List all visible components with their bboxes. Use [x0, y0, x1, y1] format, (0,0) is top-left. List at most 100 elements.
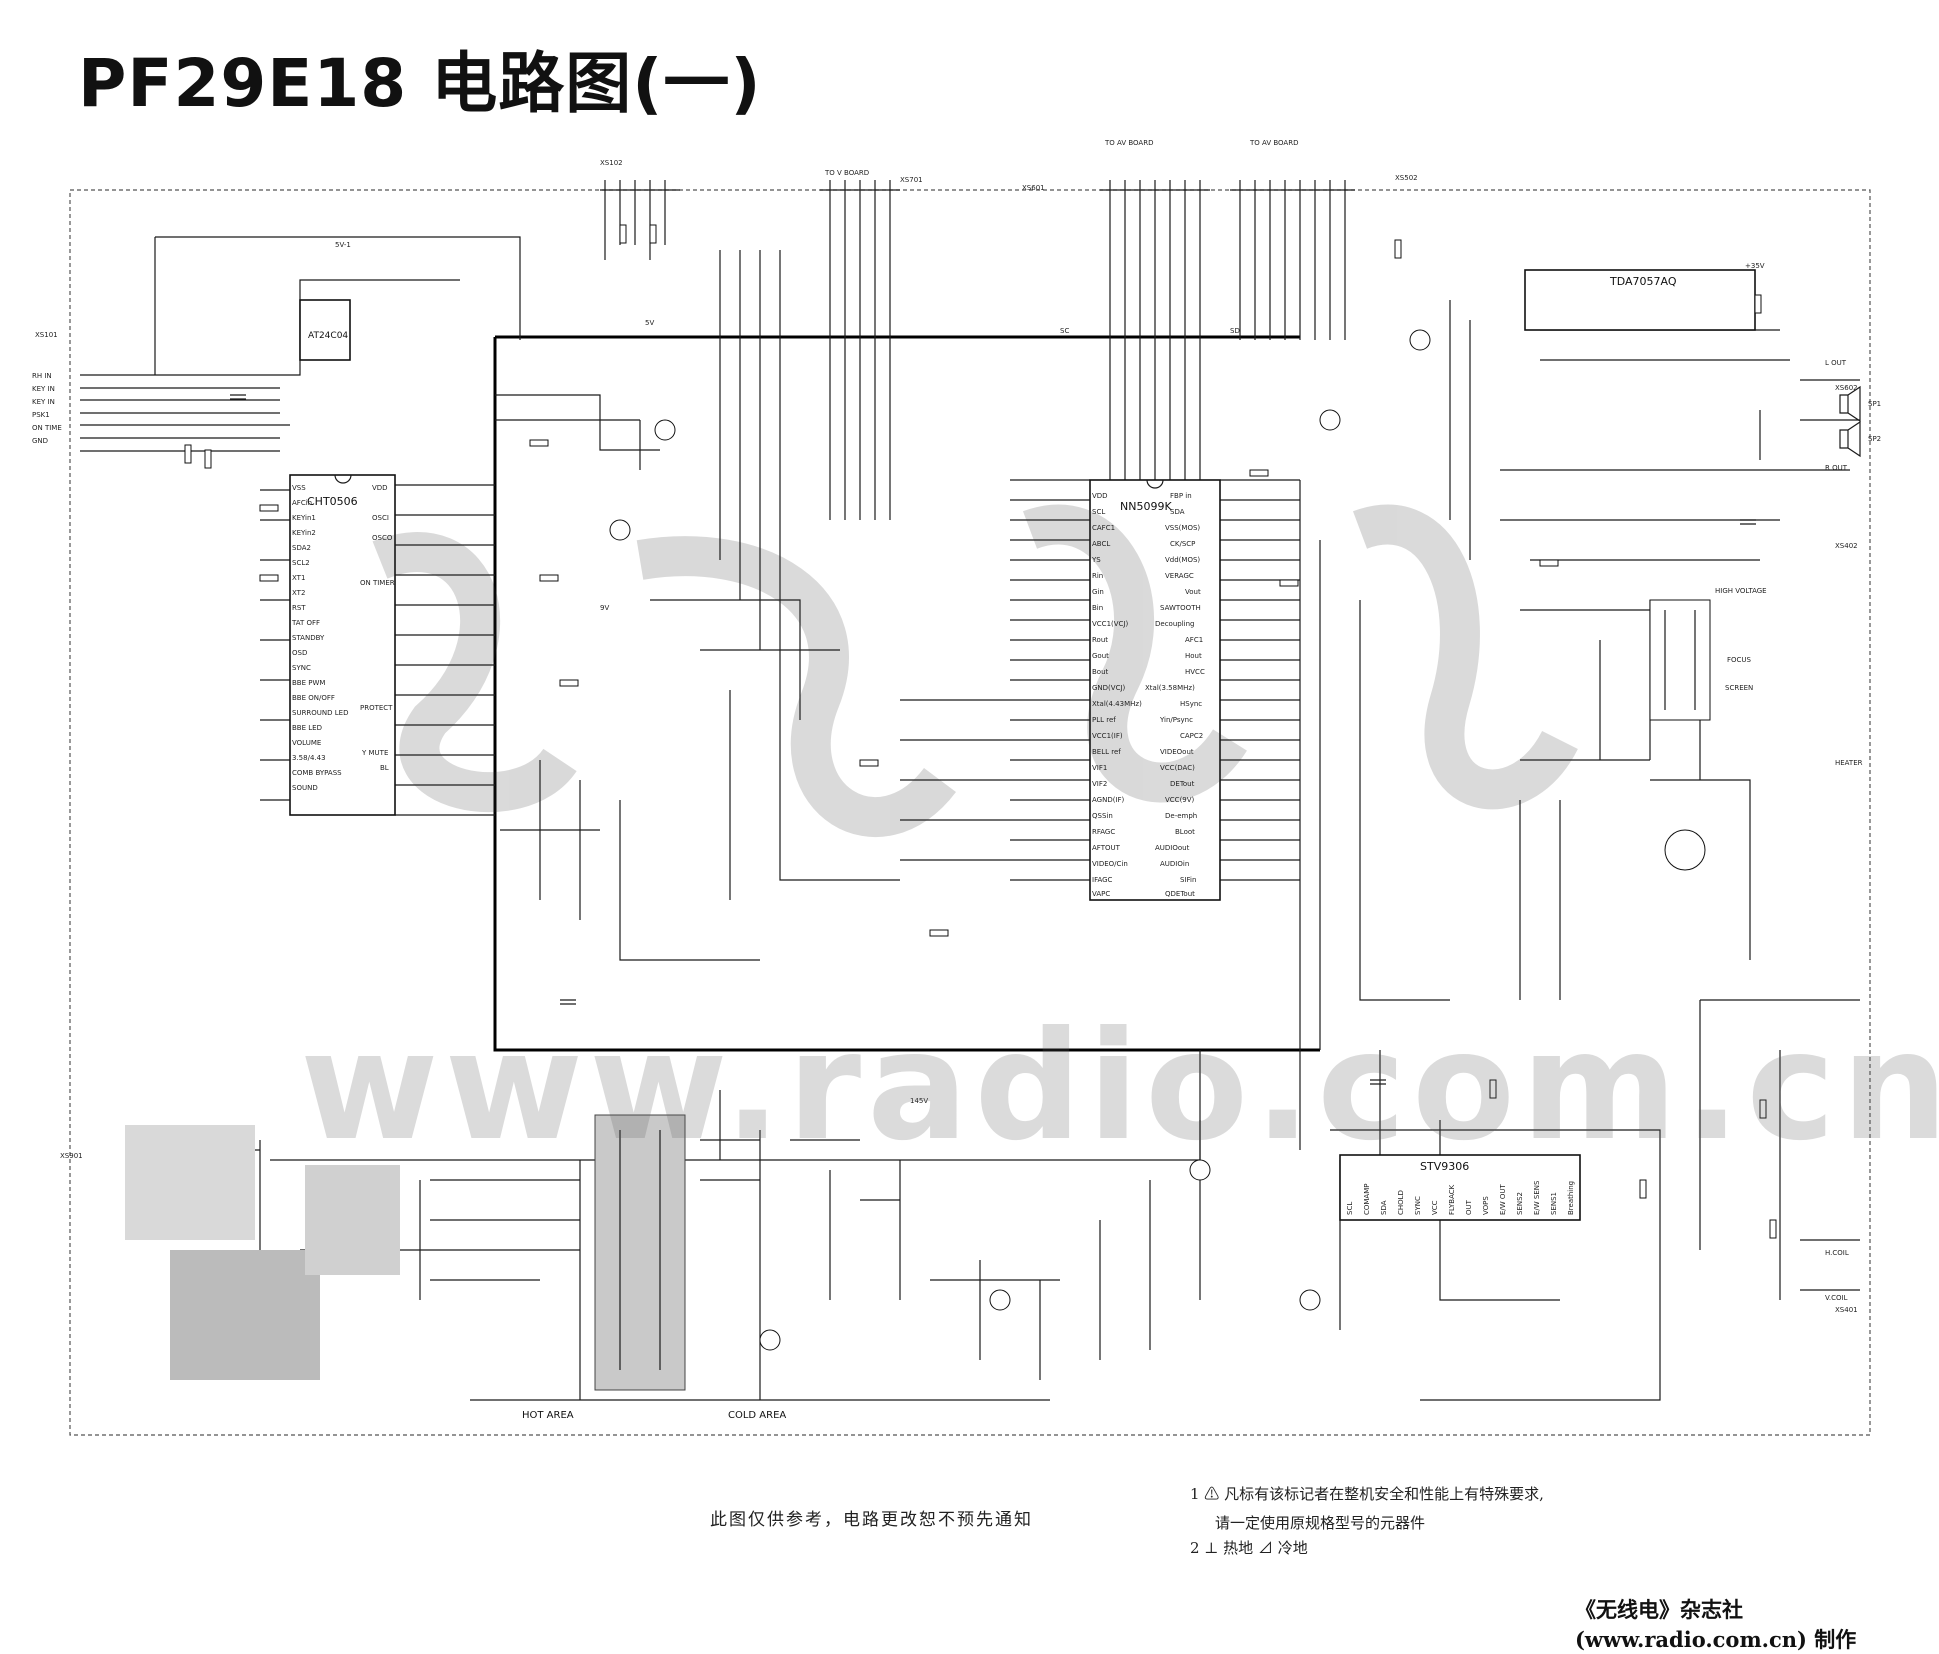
- disclaimer-note: 此图仅供参考，电路更改恕不预先通知: [710, 1510, 1033, 1530]
- n701-pin-right: Hout: [1185, 652, 1202, 660]
- n701-pin-left: Bout: [1092, 668, 1109, 676]
- n101-pin: VOLUME: [292, 739, 321, 747]
- supply-9v: 9V: [600, 604, 609, 612]
- l-out-label: L OUT: [1825, 359, 1847, 367]
- n101-pin: COMB BYPASS: [292, 769, 342, 777]
- n301-pin: FLYBACK: [1448, 1184, 1456, 1215]
- supply-145v: 145V: [910, 1097, 928, 1105]
- connector-xs102: XS102: [600, 159, 623, 167]
- n701-pin-left: Gout: [1092, 652, 1109, 660]
- n701-pin-right: VCC(DAC): [1160, 764, 1195, 772]
- n301-pin: SENS2: [1516, 1192, 1524, 1215]
- brush-watermark: [372, 504, 1578, 838]
- n701-pin-left: AFTOUT: [1092, 844, 1121, 852]
- n701-pin-left: VIF2: [1092, 780, 1107, 788]
- n701-pin-left: VCC1(VCJ): [1092, 620, 1128, 628]
- n101-pin-right: BL: [380, 764, 389, 772]
- ic-n301: [1339, 1154, 1581, 1221]
- input-on-time: ON TIME: [32, 424, 62, 432]
- n701-pin-right: SDA: [1170, 508, 1185, 516]
- to-v-board-label: TO V BOARD: [824, 169, 869, 177]
- connector-xs401: XS401: [1835, 1306, 1858, 1314]
- n301-pin: Breathing: [1567, 1181, 1575, 1215]
- n701-pin-right: Decoupling: [1155, 620, 1194, 628]
- n101-pin: SCL2: [292, 559, 310, 567]
- ground-legend-note: 2 ⊥ 热地 ⊿ 冷地: [1190, 1539, 1308, 1557]
- n701-pin-right: De-emph: [1165, 812, 1197, 820]
- n701-pin-left: RFAGC: [1092, 828, 1115, 836]
- n701-pin-left: Gin: [1092, 588, 1104, 596]
- cold-area-label: COLD AREA: [728, 1410, 787, 1421]
- n701-pin-left: SCL: [1092, 508, 1105, 516]
- n701-pin-left: VDD: [1092, 492, 1108, 500]
- n701-pin-right: CAPC2: [1180, 732, 1203, 740]
- top-connector-lines: [600, 180, 1355, 560]
- connector-xs602: XS602: [1835, 384, 1858, 392]
- supply-5v1: 5V-1: [335, 241, 351, 249]
- connector-xs701: XS701: [900, 176, 923, 184]
- n701-pin-right: AUDIOout: [1155, 844, 1190, 852]
- n701-pin-left: VIDEO/Cin: [1092, 860, 1128, 868]
- n701-pin-right: SIFin: [1180, 876, 1196, 884]
- n101-pin: KEYin2: [292, 529, 316, 537]
- n701-pin-right: Xtal(3.58MHz): [1145, 684, 1195, 692]
- connector-xs101: XS101: [35, 331, 58, 339]
- n301-pin: CHOLD: [1397, 1190, 1405, 1215]
- n701-pin-right: QDETout: [1165, 890, 1195, 898]
- safety-note-line1: 1 ⚠ 凡标有该标记者在整机安全和性能上有特殊要求,: [1190, 1485, 1544, 1503]
- n701-pin-left: Rout: [1092, 636, 1108, 644]
- n101-pin-right: VDD: [372, 484, 388, 492]
- n101-pin: TAT OFF: [291, 619, 320, 627]
- n101-pin-right: OSCI: [372, 514, 389, 522]
- n601-label: TDA7057AQ: [1609, 275, 1677, 288]
- n102-label: AT24C04: [308, 331, 348, 341]
- n101-pin: XT1: [292, 574, 305, 582]
- n101-pin: SDA2: [292, 544, 311, 552]
- output-transistor: [1664, 829, 1706, 871]
- n101-pin: BBE PWM: [292, 679, 325, 687]
- ic-n701: [1089, 479, 1221, 901]
- n701-pin-right: Vout: [1185, 588, 1201, 596]
- n301-pin: OUT: [1465, 1199, 1473, 1215]
- n701-pin-right: CK/SCP: [1170, 540, 1195, 548]
- r-out-label: R OUT: [1825, 464, 1848, 472]
- n701-pin-left: GND(VCJ): [1092, 684, 1126, 692]
- hot-area-shading: [125, 1125, 400, 1380]
- ic-n101: [289, 474, 396, 816]
- supply-35v: +35V: [1745, 262, 1765, 270]
- n301-pin: SCL: [1346, 1202, 1354, 1215]
- n701-pin-left: VCC1(IF): [1092, 732, 1123, 740]
- n101-pin: AFCin: [292, 499, 312, 507]
- n101-pin-right: Y MUTE: [361, 749, 388, 757]
- n301-pin-labels: SCL COMAMP SDA CHOLD SYNC VCC FLYBACK OU…: [1346, 1180, 1575, 1215]
- n701-pin-left: IFAGC: [1092, 876, 1113, 884]
- n701-label: NN5099K: [1120, 500, 1172, 513]
- publisher-credit: 《无线电》杂志社 (www.radio.com.cn) 制作: [1575, 1597, 1857, 1652]
- screen-label: SCREEN: [1725, 684, 1753, 692]
- high-voltage-label: HIGH VOLTAGE: [1715, 587, 1767, 595]
- input-key-in-2: KEY IN: [32, 398, 55, 406]
- n701-pin-right: AUDIOin: [1160, 860, 1189, 868]
- n701-pin-left: Bin: [1092, 604, 1103, 612]
- n101-pin: SYNC: [292, 664, 311, 672]
- connector-xs402: XS402: [1835, 542, 1858, 550]
- n701-pin-right: VIDEOout: [1160, 748, 1194, 756]
- n701-pin-left: VAPC: [1092, 890, 1110, 898]
- power-transformer: [594, 1114, 686, 1391]
- connector-xs502: XS502: [1395, 174, 1418, 182]
- n101-pin-right: OSCO: [372, 534, 393, 542]
- bus-sc: SC: [1060, 327, 1069, 335]
- n701-pin-left: YS: [1091, 556, 1101, 564]
- n701-pin-right: VSS(MOS): [1165, 524, 1200, 532]
- n701-pin-left: CAFC1: [1092, 524, 1115, 532]
- n301-pin: SYNC: [1414, 1196, 1422, 1215]
- input-psk1: PSK1: [32, 411, 50, 419]
- n701-pin-right: DETout: [1170, 780, 1195, 788]
- transistor-symbols: [609, 329, 1431, 1351]
- spk2-label: SP2: [1868, 435, 1881, 443]
- n701-pin-left: BELL ref: [1092, 748, 1121, 756]
- n701-pin-right: HVCC: [1185, 668, 1205, 676]
- v-coil-label: V.COIL: [1825, 1294, 1848, 1302]
- connector-xs901: XS901: [60, 1152, 83, 1160]
